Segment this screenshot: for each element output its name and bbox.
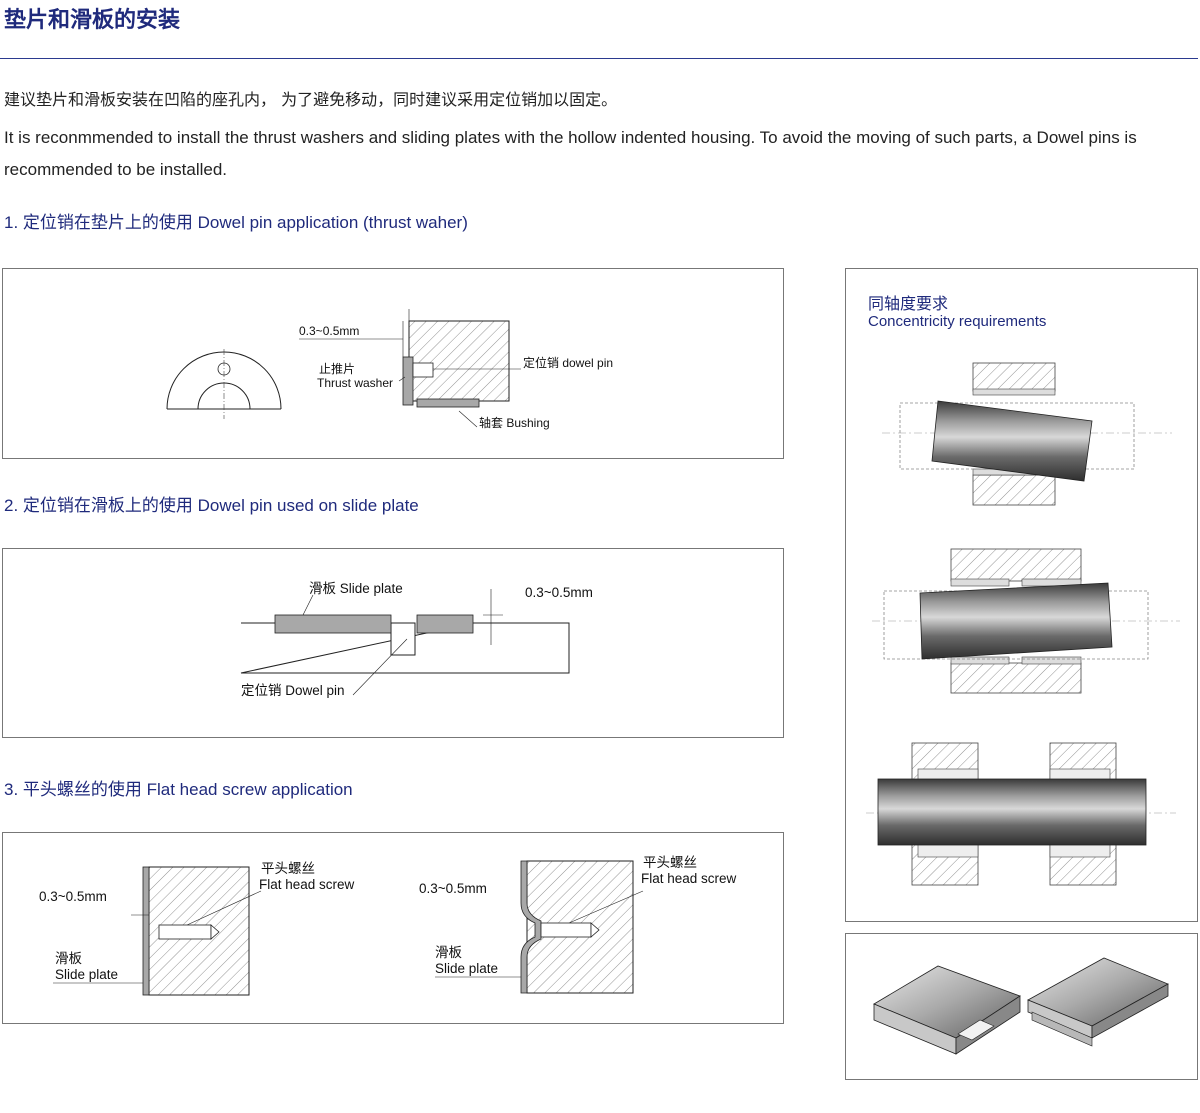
s3-left-screw-cn: 平头螺丝 bbox=[261, 861, 315, 876]
s3-right-plate-cn: 滑板 bbox=[435, 945, 462, 960]
slide-plate-drawing: 滑板 Slide plate 0.3~0.5mm 定位销 Dowel pin bbox=[240, 581, 593, 698]
s3-left-plate-cn: 滑板 bbox=[55, 951, 82, 966]
s2-dim-label: 0.3~0.5mm bbox=[525, 585, 593, 600]
s1-dim-label: 0.3~0.5mm bbox=[299, 324, 359, 338]
section3-diagram: 平头螺丝 Flat head screw 0.3~0.5mm 滑板 Slide … bbox=[2, 832, 784, 1024]
plate-illustration-panel bbox=[845, 933, 1198, 1080]
s3-right-dim: 0.3~0.5mm bbox=[419, 881, 487, 896]
concentricity-title-cn: 同轴度要求 bbox=[868, 294, 949, 313]
section2-heading: 2. 定位销在滑板上的使用 Dowel pin used on slide pl… bbox=[4, 496, 419, 515]
s3-right-screw-cn: 平头螺丝 bbox=[643, 855, 697, 870]
plate-illustration bbox=[873, 957, 1169, 1055]
page-title: 垫片和滑板的安装 bbox=[4, 8, 181, 33]
intro-english: It is reconmmended to install the thrust… bbox=[4, 128, 1137, 179]
section3-heading: 3. 平头螺丝的使用 Flat head screw application bbox=[4, 780, 353, 799]
s1-washer-en: Thrust washer bbox=[317, 376, 393, 390]
s2-slide-label: 滑板 Slide plate bbox=[309, 581, 403, 596]
s1-washer-cn: 止推片 bbox=[319, 362, 355, 376]
concentricity-illustration bbox=[866, 362, 1180, 886]
section1-heading: 1. 定位销在垫片上的使用 Dowel pin application (thr… bbox=[4, 213, 468, 232]
thrust-washer-drawing: 0.3~0.5mm 止推片 Thrust washer 定位销 dowel pi… bbox=[166, 309, 613, 430]
title-divider bbox=[0, 58, 1198, 59]
concentricity-panel bbox=[845, 268, 1198, 922]
intro-chinese: 建议垫片和滑板安装在凹陷的座孔内， 为了避免移动，同时建议采用定位销加以固定。 bbox=[4, 90, 618, 109]
s3-left-dim: 0.3~0.5mm bbox=[39, 889, 107, 904]
s1-dowel-label: 定位销 dowel pin bbox=[523, 355, 613, 370]
concentricity-title-en: Concentricity requirements bbox=[868, 313, 1047, 330]
flat-head-screw-drawing: 平头螺丝 Flat head screw 0.3~0.5mm 滑板 Slide … bbox=[39, 855, 737, 996]
s3-left-screw-en: Flat head screw bbox=[259, 877, 355, 892]
s3-left-plate-en: Slide plate bbox=[55, 967, 118, 982]
s3-right-plate-en: Slide plate bbox=[435, 961, 498, 976]
s2-dowel-label: 定位销 Dowel pin bbox=[241, 683, 345, 698]
s1-bushing-label: 轴套 Bushing bbox=[479, 415, 550, 430]
section1-diagram: 0.3~0.5mm 止推片 Thrust washer 定位销 dowel pi… bbox=[2, 268, 784, 459]
s3-right-screw-en: Flat head screw bbox=[641, 871, 737, 886]
section2-diagram: 滑板 Slide plate 0.3~0.5mm 定位销 Dowel pin bbox=[2, 548, 784, 738]
